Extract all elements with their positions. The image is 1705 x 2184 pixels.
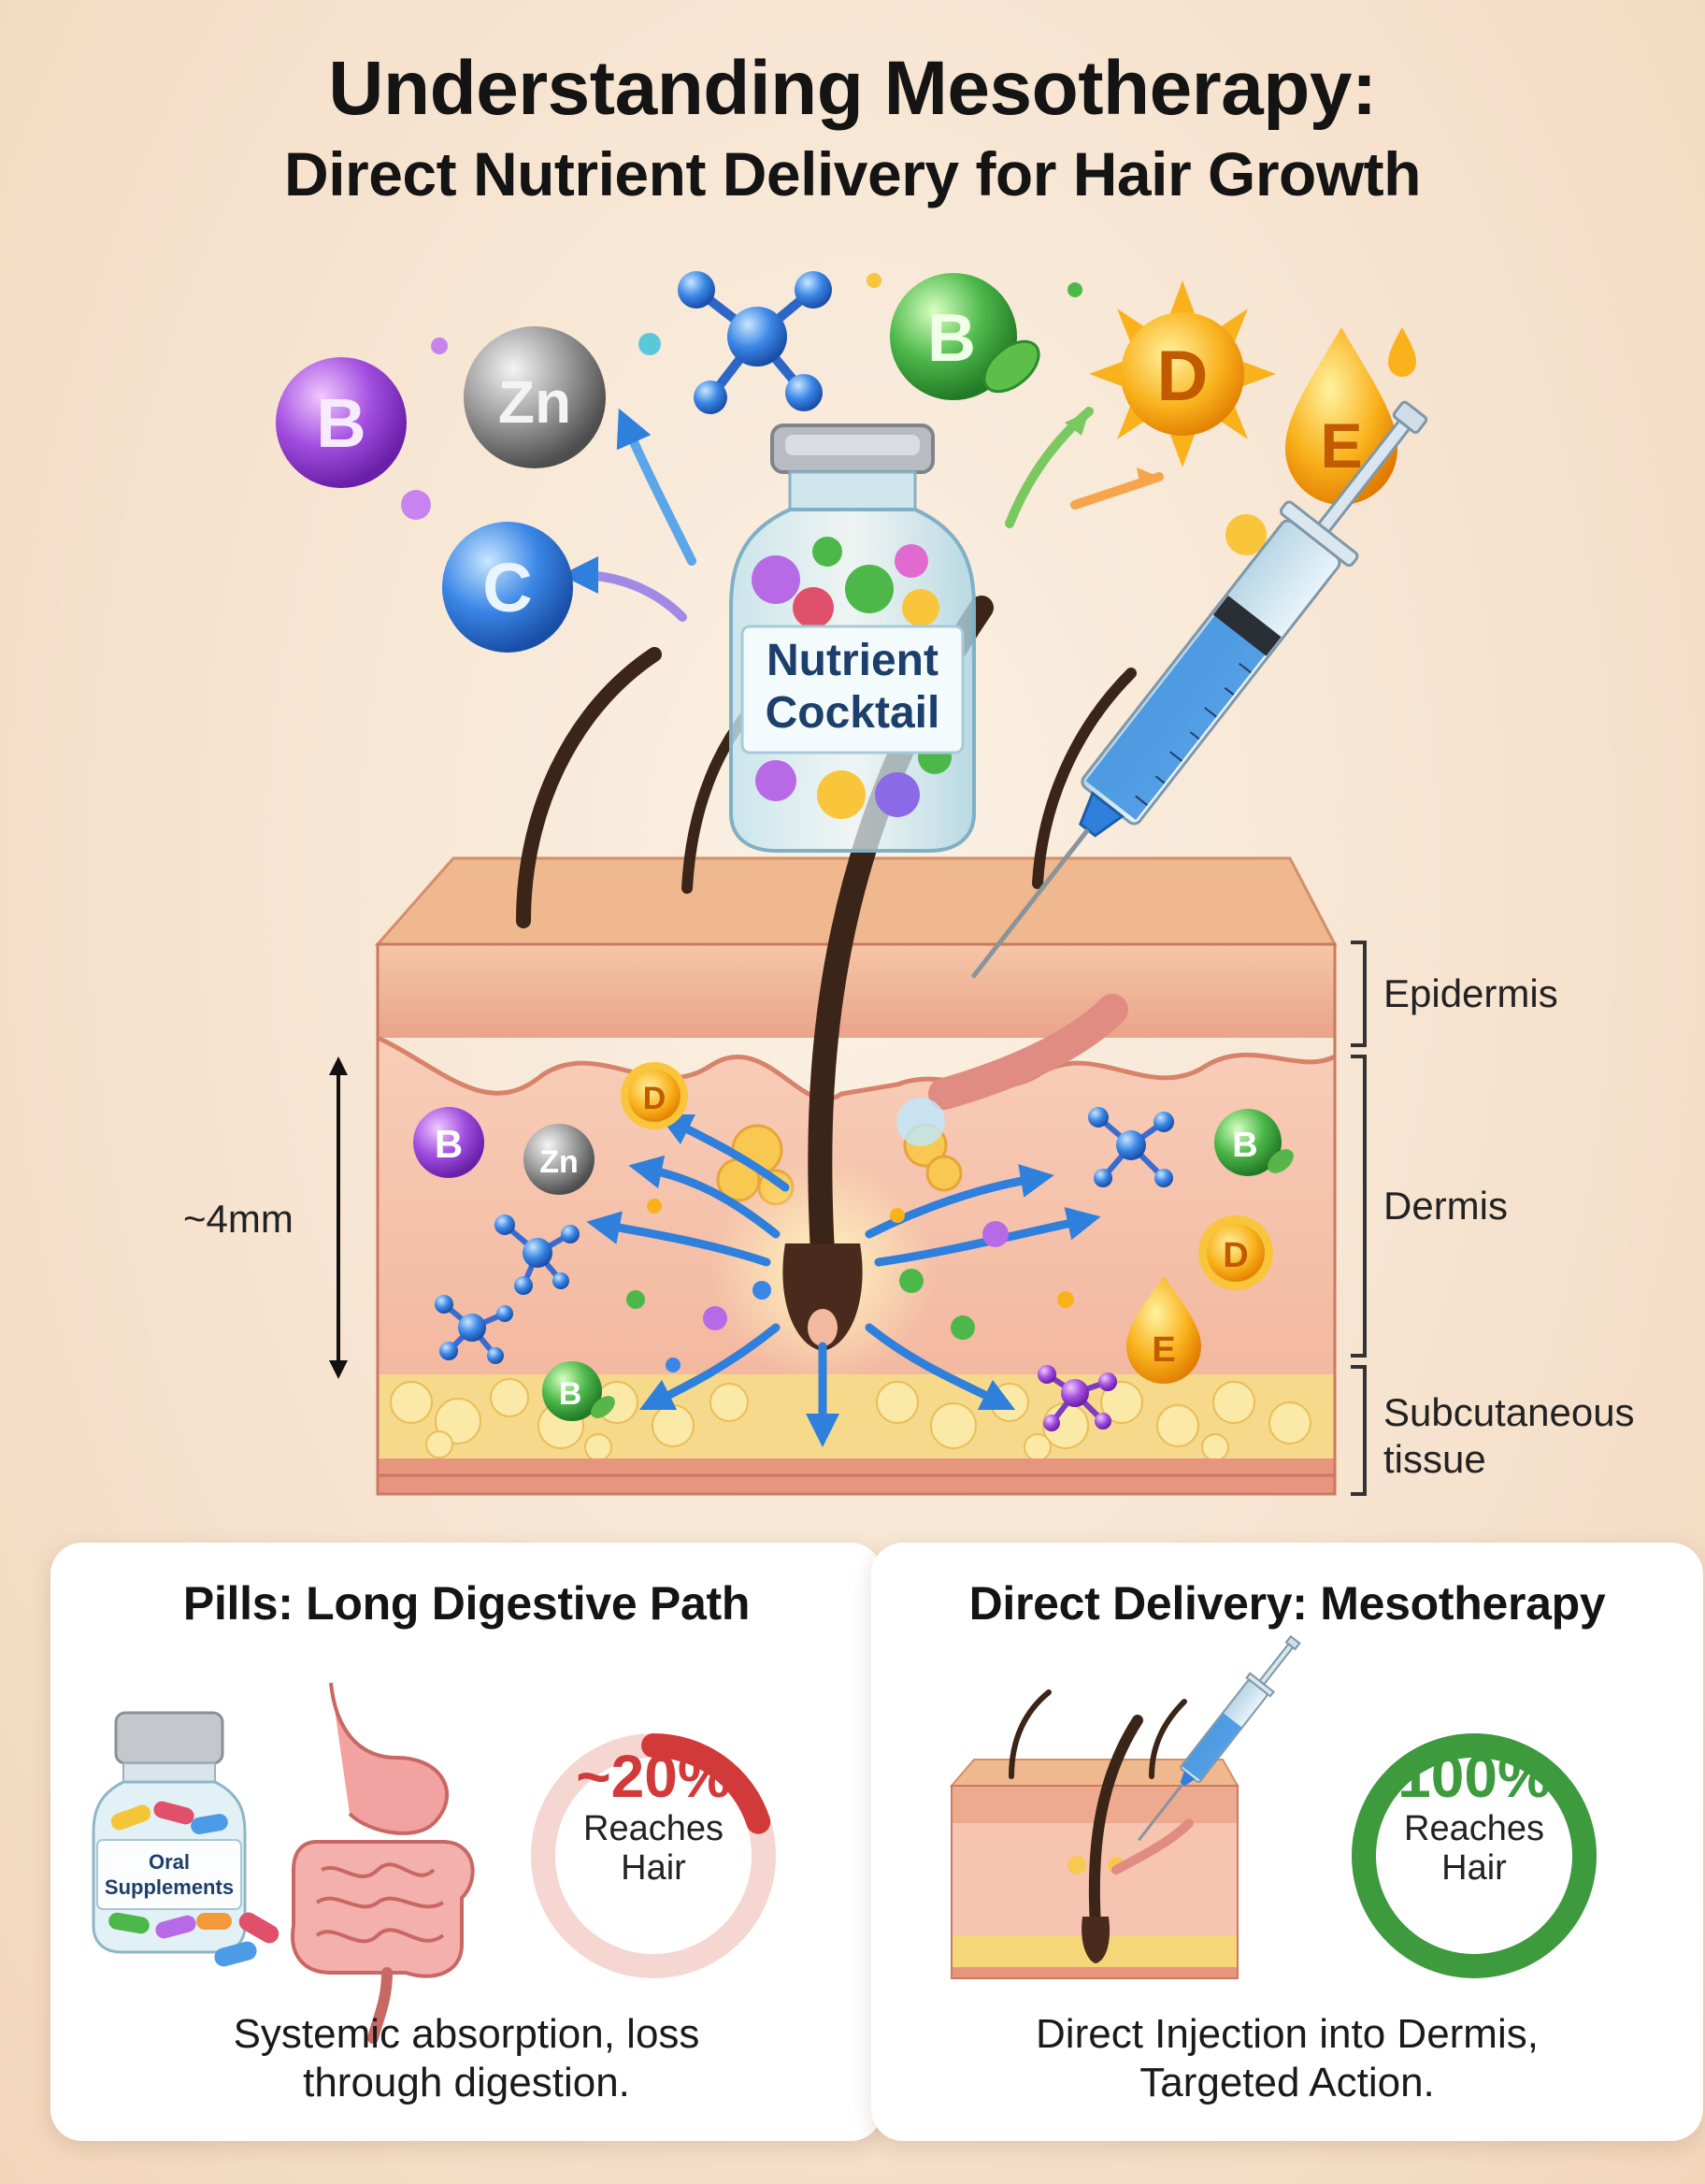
- direct-card-title: Direct Delivery: Mesotherapy: [968, 1577, 1606, 1630]
- svg-text:D: D: [643, 1081, 666, 1116]
- vitamin-e-drop: E: [1126, 1276, 1201, 1384]
- label-subcutaneous: Subcutaneous tissue: [1383, 1390, 1635, 1481]
- svg-text:E: E: [1320, 410, 1362, 481]
- syringe: [970, 400, 1428, 979]
- skin-cross-section: B Zn D B D E B: [374, 596, 1338, 1496]
- svg-text:Zn: Zn: [539, 1144, 579, 1180]
- arrector-muscle: [928, 994, 1128, 1110]
- pills-percent: ~20%: [576, 1743, 731, 1810]
- direct-percent-block: 100% Reaches Hair: [1334, 1744, 1614, 1888]
- hair-follicle-bulb: [782, 1243, 863, 1351]
- zinc-badge: Zn: [464, 326, 606, 468]
- svg-text:Supplements: Supplements: [105, 1875, 234, 1899]
- svg-text:Zn: Zn: [498, 368, 571, 436]
- distribution-arrows: [586, 1114, 1101, 1447]
- molecule-icon: [494, 1214, 580, 1295]
- epidermis-layer: [378, 944, 1335, 1038]
- molecule-icon: [1038, 1365, 1117, 1431]
- vial-label: [740, 625, 965, 754]
- pills-card: Pills: Long Digestive Path Oral Suppleme…: [50, 1543, 882, 2141]
- main-title: Understanding Mesotherapy:: [328, 46, 1377, 131]
- molecule-icon: [678, 271, 832, 414]
- pills-percent-block: ~20% Reaches Hair: [513, 1744, 794, 1888]
- svg-text:B: B: [435, 1122, 463, 1166]
- direct-percent-ring-fill: [1352, 1733, 1597, 1978]
- pills-description: Systemic absorption, loss through digest…: [233, 2011, 700, 2105]
- svg-text:D: D: [1223, 1236, 1248, 1275]
- label-dermis: Dermis: [1383, 1184, 1508, 1228]
- mini-skin-section: [949, 1689, 1239, 1979]
- svg-text:B: B: [316, 384, 365, 462]
- svg-text:B: B: [1232, 1126, 1257, 1165]
- nutrient-particles: [626, 1199, 1074, 1372]
- vitamin-d-badge: D: [1198, 1215, 1273, 1290]
- svg-text:B: B: [927, 301, 976, 376]
- hair-strand: [1032, 668, 1137, 889]
- vitamin-c-badge: C: [442, 522, 573, 653]
- vial-contents: [752, 537, 952, 819]
- svg-text:Oral: Oral: [149, 1850, 190, 1874]
- digestive-system-icon: [291, 1682, 475, 2044]
- svg-text:D: D: [1157, 337, 1209, 416]
- svg-text:C: C: [482, 549, 532, 626]
- vitamin-d-sun: D: [1089, 280, 1276, 467]
- direct-percent: 100%: [1397, 1743, 1551, 1810]
- svg-text:E: E: [1152, 1330, 1175, 1370]
- pills-percent-ring-fill: [531, 1733, 776, 1978]
- pills-illustration: Oral Supplements: [92, 1682, 776, 2044]
- mini-syringe: [1137, 1634, 1301, 1842]
- leaf-icon: [982, 339, 1040, 394]
- hair-strand: [516, 647, 662, 928]
- supplement-bottle: Oral Supplements: [92, 1711, 279, 1967]
- syringe-needle: [970, 828, 1090, 979]
- svg-text:Nutrient: Nutrient: [767, 636, 938, 685]
- nutrient-vial: Nutrient Cocktail: [729, 424, 976, 853]
- svg-text:B: B: [559, 1376, 582, 1412]
- molecule-icon: [1088, 1107, 1174, 1187]
- injection-spark: [896, 1098, 945, 1146]
- svg-text:Cocktail: Cocktail: [766, 688, 940, 738]
- direct-description: Direct Injection into Dermis, Targeted A…: [1036, 2011, 1539, 2105]
- direct-card: Direct Delivery: Mesotherapy: [871, 1543, 1703, 2141]
- layer-brackets: [1351, 941, 1367, 1496]
- decorative-dots: [401, 273, 1267, 555]
- vitamin-b-badge: B: [890, 273, 1040, 400]
- vitamin-b-badge: B: [413, 1107, 484, 1178]
- direct-illustration: [949, 1634, 1597, 1979]
- mesotherapy-illustration: B Zn D B D E B: [276, 271, 1428, 1496]
- vitamin-b-badge: B: [1214, 1109, 1294, 1176]
- label-epidermis: Epidermis: [1383, 971, 1558, 1015]
- syringe-serum: [1085, 611, 1268, 821]
- molecule-icon: [435, 1295, 513, 1364]
- vitamin-b-badge: B: [542, 1361, 615, 1421]
- vitamin-b-badge: B: [276, 357, 407, 488]
- zinc-badge: Zn: [523, 1124, 595, 1195]
- depth-label: ~4mm: [183, 1197, 294, 1241]
- main-subtitle: Direct Nutrient Delivery for Hair Growth: [284, 139, 1421, 208]
- pills-card-title: Pills: Long Digestive Path: [182, 1577, 751, 1630]
- vitamin-d-badge: D: [621, 1062, 688, 1129]
